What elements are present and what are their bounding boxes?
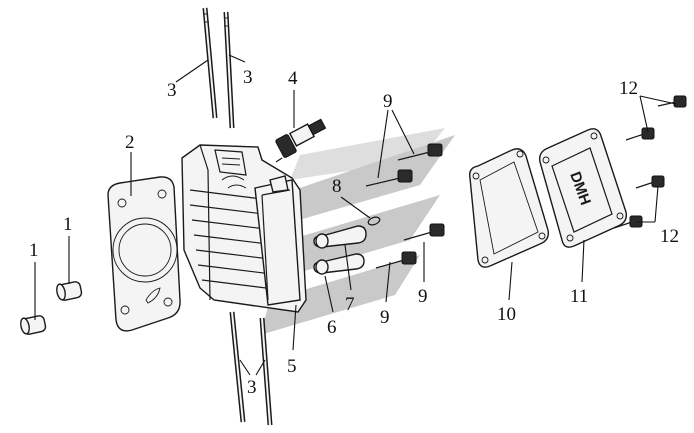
callout-10: 10 xyxy=(497,304,516,325)
callout-1b: 1 xyxy=(63,214,73,235)
callout-9b: 9 xyxy=(380,307,390,328)
callout-12a: 12 xyxy=(619,78,638,99)
valve-cover: DMH xyxy=(538,128,628,248)
callout-9c: 9 xyxy=(418,286,428,307)
callout-9a: 9 xyxy=(383,91,393,112)
callout-3c: 3 xyxy=(247,377,257,398)
callout-labels: 1 1 2 3 3 3 4 5 6 7 8 9 9 9 10 11 12 12 xyxy=(29,67,679,398)
dowel-pin-left xyxy=(20,315,47,335)
valve-cover-gasket xyxy=(468,148,550,268)
valve-components xyxy=(313,225,367,275)
bolts-9 xyxy=(365,143,445,269)
leader-lines xyxy=(34,54,677,376)
callout-1a: 1 xyxy=(29,240,39,261)
callout-6: 6 xyxy=(327,317,337,338)
head-gasket xyxy=(107,176,181,332)
callout-11: 11 xyxy=(570,286,588,307)
callout-2: 2 xyxy=(125,132,135,153)
callout-4: 4 xyxy=(288,68,298,89)
bolts-12 xyxy=(613,95,687,229)
valve-seal xyxy=(367,216,381,226)
callout-8: 8 xyxy=(332,176,342,197)
callout-3a: 3 xyxy=(167,80,177,101)
callout-5: 5 xyxy=(287,356,297,377)
spark-plug xyxy=(275,118,327,163)
stud-bolts-top xyxy=(202,7,235,129)
dowel-pin-right xyxy=(56,281,83,301)
callout-12b: 12 xyxy=(660,226,679,247)
stud-bolts-bottom xyxy=(229,311,273,426)
callout-3b: 3 xyxy=(243,67,253,88)
callout-7: 7 xyxy=(345,294,355,315)
cylinder-head xyxy=(181,144,307,313)
